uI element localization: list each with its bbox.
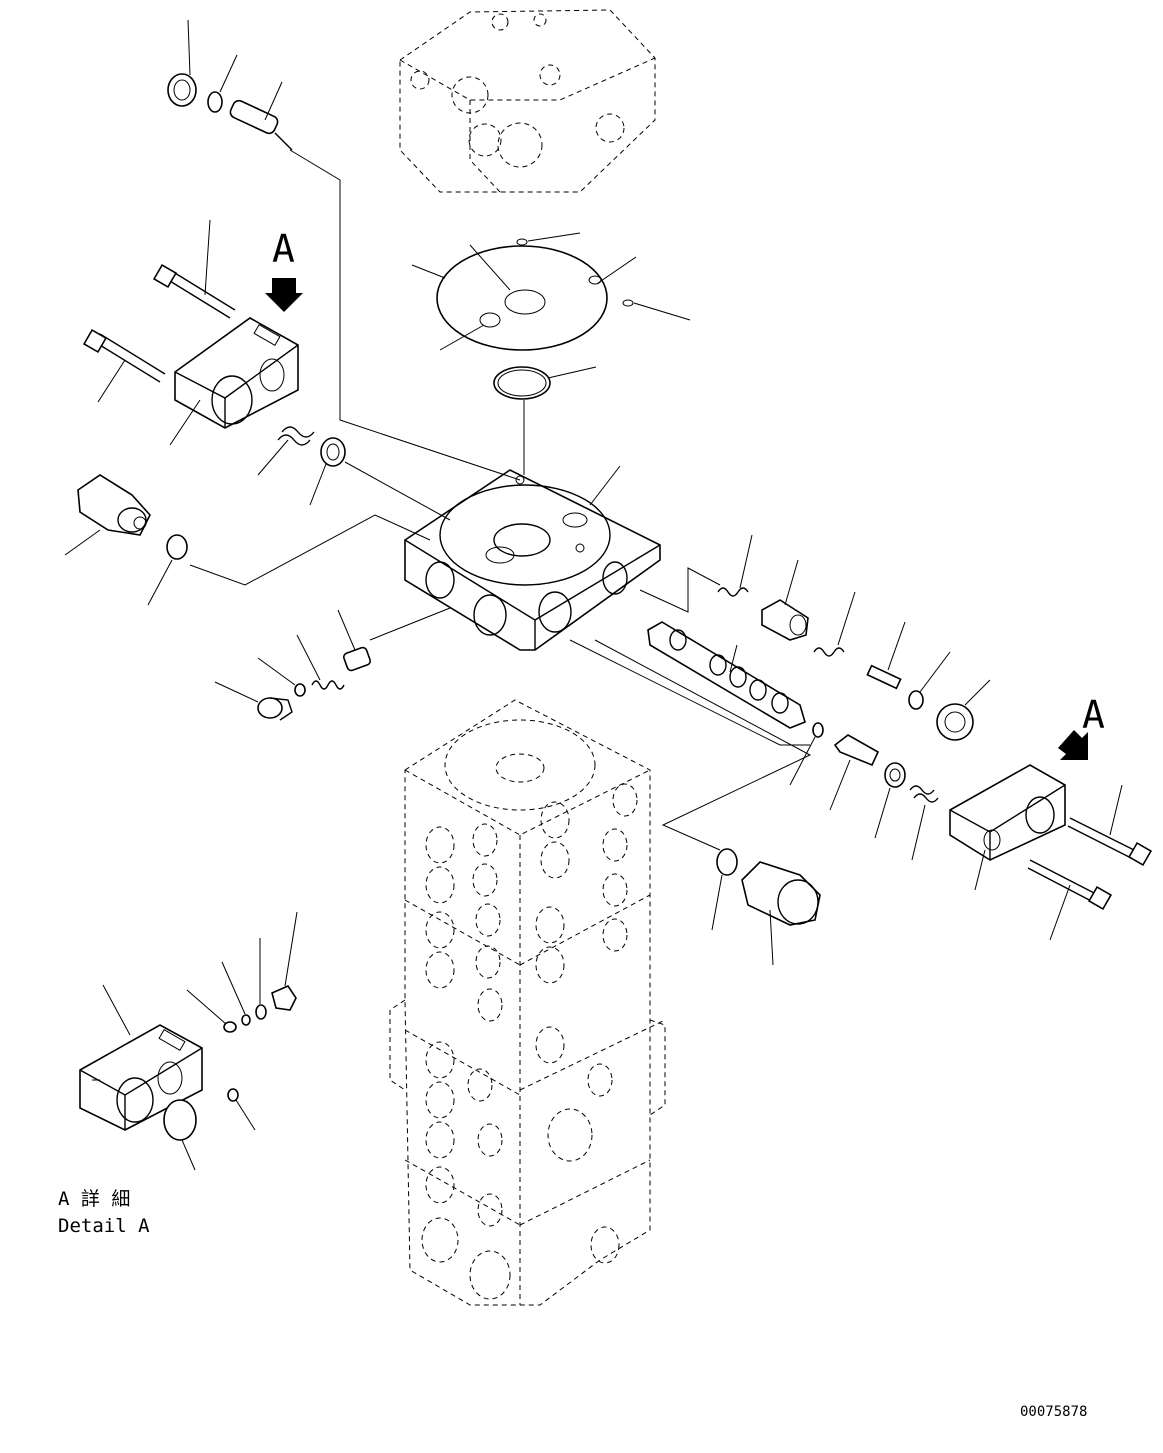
- o-ring-right-1: [908, 651, 951, 710]
- bolt-upper-2: [82, 328, 166, 403]
- plug-top-left: [167, 19, 197, 107]
- end-cover-left: [169, 317, 299, 446]
- o-ring-small-top: [207, 54, 238, 113]
- poppet-small: [337, 609, 372, 672]
- lower-valve-stack: [389, 699, 666, 1306]
- spring-small: [296, 634, 345, 690]
- end-cover-right: [949, 764, 1066, 891]
- o-ring-right-2: [789, 722, 824, 786]
- o-ring-large: [493, 366, 597, 475]
- spring-right-3: [909, 785, 939, 861]
- o-ring-right-3: [711, 848, 738, 931]
- small-ball: [257, 657, 306, 697]
- bolt-right-1: [1067, 784, 1153, 867]
- relief-valve-right: [741, 861, 821, 966]
- upper-cover-block: [399, 9, 656, 193]
- detail-ball: [186, 989, 237, 1033]
- spring-seat-right: [761, 559, 809, 641]
- bolt-upper-1: [152, 219, 236, 319]
- pilot-stem-top: [229, 81, 293, 151]
- spring-right-2: [813, 591, 856, 657]
- detail-o-ring-small: [221, 961, 251, 1026]
- plug-right: [936, 679, 991, 741]
- stem-right: [829, 734, 880, 811]
- detail-small-ball: [227, 1088, 256, 1131]
- arrow-a-right: A: [1058, 693, 1105, 760]
- view-label-a-right: A: [1082, 693, 1105, 737]
- detail-title-en: Detail A: [58, 1215, 150, 1237]
- valve-section-block: [404, 465, 661, 651]
- relief-valve-left: [64, 474, 151, 556]
- view-label-a-left: A: [272, 227, 295, 271]
- pin-right: [866, 621, 906, 690]
- seat-ring-right: [874, 762, 906, 839]
- plug-lower-left: [214, 681, 293, 721]
- arrow-a-left: A: [265, 227, 303, 312]
- assembly-lines: [189, 149, 812, 851]
- detail-o-ring: [163, 1099, 197, 1171]
- gasket-plate: [411, 232, 691, 351]
- o-ring-left: [147, 534, 188, 606]
- bolt-right-2: [1027, 859, 1113, 941]
- detail-plug: [271, 911, 298, 1011]
- seat-ring-left: [309, 437, 346, 506]
- spring-left: [257, 426, 315, 476]
- spring-right-1: [717, 534, 753, 597]
- drawing-number: 00075878: [1020, 1404, 1087, 1420]
- detail-title-jp: A 詳 細: [58, 1188, 130, 1210]
- detail-o-ring-2: [255, 938, 267, 1020]
- main-spool: [647, 621, 806, 729]
